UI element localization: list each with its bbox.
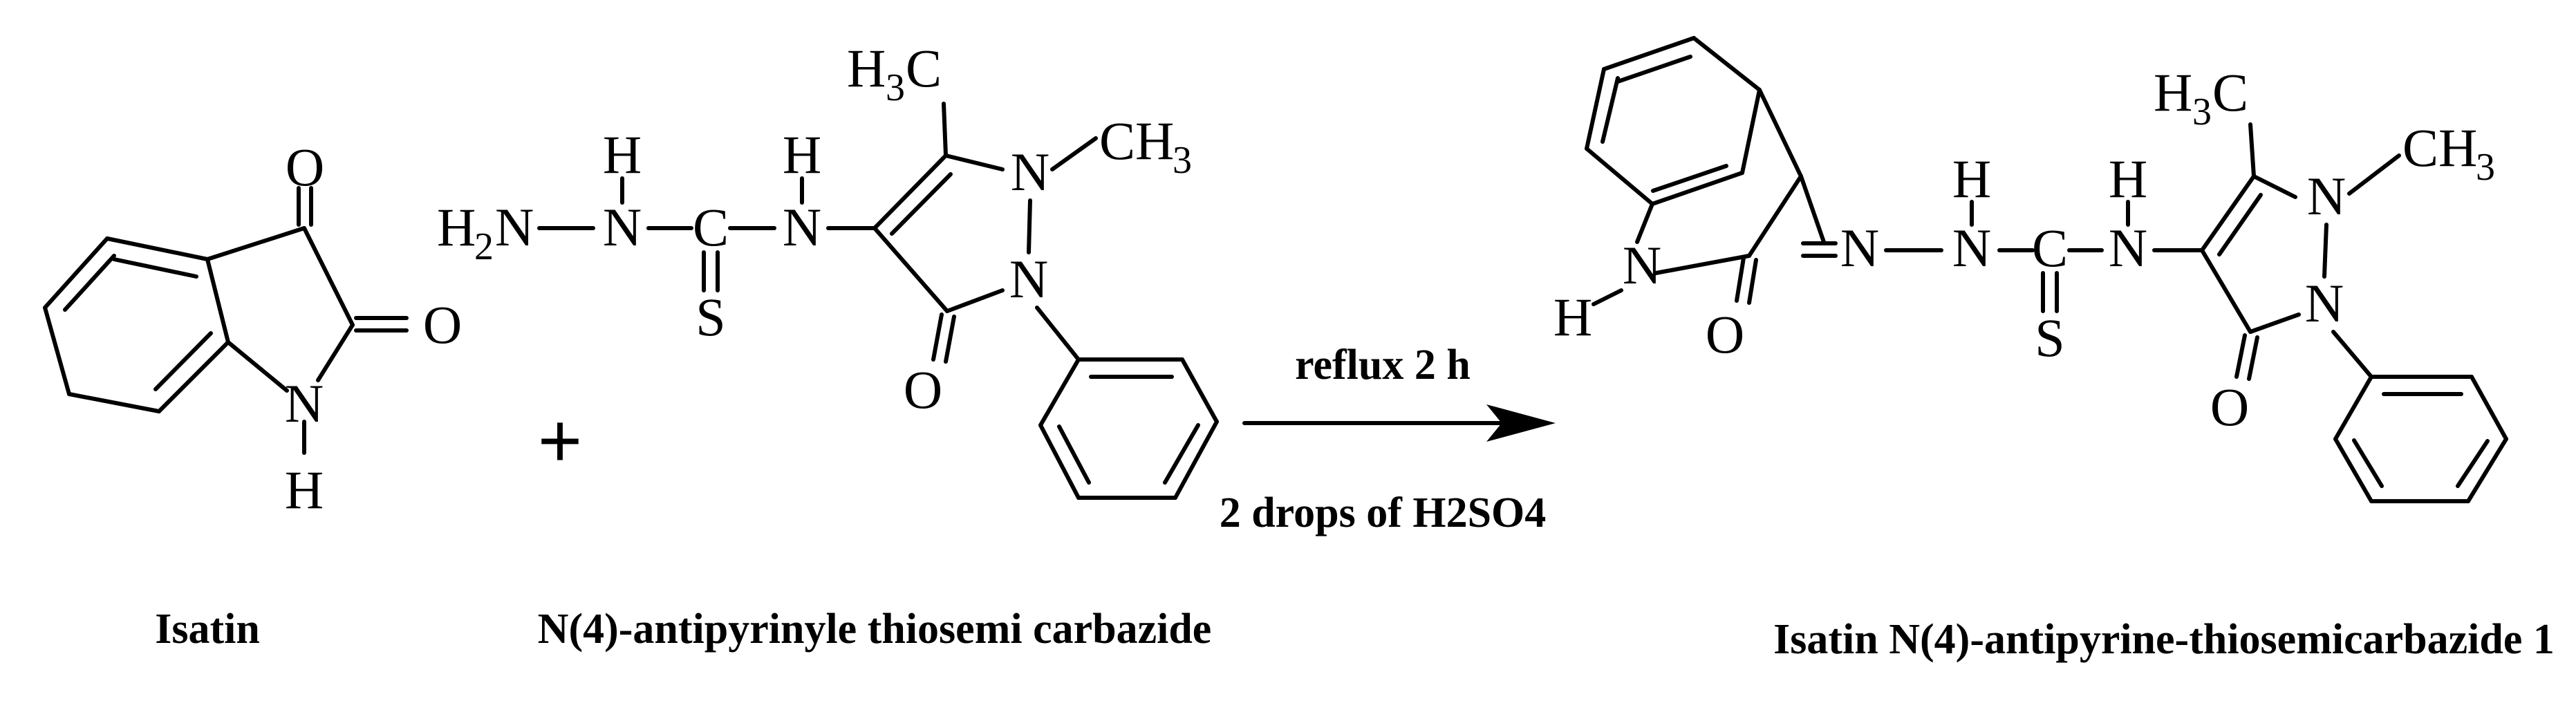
tsc-n4-h: H xyxy=(783,124,821,185)
product-ch3-ch: CH xyxy=(2402,118,2477,178)
product-o: O xyxy=(2210,377,2249,437)
tsc-s: S xyxy=(696,287,725,347)
isatin-o2: O xyxy=(423,295,462,355)
product-c: C xyxy=(2032,218,2068,278)
product-n-ring: N xyxy=(1623,235,1661,295)
isatin-bonds xyxy=(43,186,409,455)
product-n2-ring: N xyxy=(2305,273,2344,333)
arrow-head xyxy=(1486,404,1556,442)
product-h3c-sub: 3 xyxy=(2192,91,2212,133)
product-n1: N xyxy=(2307,166,2346,226)
product-o-ring: O xyxy=(1706,304,1744,364)
tsc-h2-h: H xyxy=(437,197,476,257)
isatin-o1: O xyxy=(286,137,324,197)
reaction-condition-above: reflux 2 h xyxy=(1295,342,1471,389)
product-h3c-h: H xyxy=(2154,62,2192,122)
reaction-arrow: reflux 2 h 2 drops of H2SO4 xyxy=(1220,342,1556,536)
tsc-n2-ring: N xyxy=(1009,249,1048,309)
tsc-h3c-c: C xyxy=(906,38,942,98)
product-h-ring: H xyxy=(1553,287,1592,347)
product-n4: N xyxy=(2109,218,2147,278)
product-n4-h: H xyxy=(2109,149,2147,209)
product-structure: O N H N H N C S H N H 3 xyxy=(1553,36,2508,503)
thiosemicarbazide-caption: N(4)-antipyrinyle thiosemi carbazide xyxy=(538,606,1212,653)
thiosemicarbazide-structure: H 2 N H N C S H N H 3 C N CH 3 xyxy=(437,38,1219,500)
tsc-ch3-ch: CH xyxy=(1099,111,1174,171)
tsc-c: C xyxy=(693,197,729,257)
product-caption: Isatin N(4)-antipyrine-thiosemicarbazide… xyxy=(1773,616,2555,663)
product-s: S xyxy=(2035,308,2064,368)
tsc-amine-n: N xyxy=(495,197,534,257)
tsc-h3c-sub: 3 xyxy=(886,66,905,109)
tsc-h2-sub: 2 xyxy=(474,225,494,268)
product-n2: N xyxy=(1952,218,1991,278)
tsc-h3c-h: H xyxy=(847,38,886,98)
product-h3c-c: C xyxy=(2212,62,2248,122)
tsc-n4: N xyxy=(783,197,821,257)
isatin-h: H xyxy=(285,460,324,520)
plus-sign: + xyxy=(538,398,582,483)
reaction-condition-below: 2 drops of H2SO4 xyxy=(1220,489,1547,536)
product-n2-h: H xyxy=(1952,149,1991,209)
isatin-caption: Isatin xyxy=(155,606,260,653)
isatin-n: N xyxy=(285,373,324,433)
tsc-n2: N xyxy=(603,197,642,257)
isatin-structure: O O N H xyxy=(43,137,462,520)
product-n-imine: N xyxy=(1840,218,1879,278)
tsc-ch3-sub: 3 xyxy=(1173,139,1192,182)
product-ch3-sub: 3 xyxy=(2476,146,2495,189)
tsc-n2-h: H xyxy=(603,124,642,185)
tsc-n1: N xyxy=(1011,142,1049,202)
tsc-o: O xyxy=(904,359,942,420)
